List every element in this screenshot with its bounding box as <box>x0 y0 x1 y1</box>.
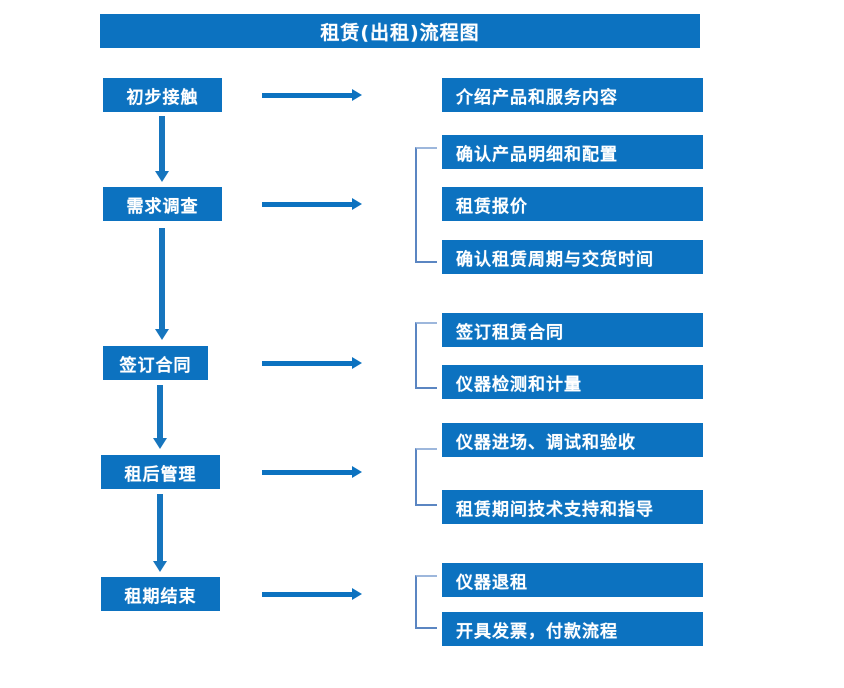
group-bracket-2 <box>415 147 437 263</box>
detail-box-instrument-return[interactable]: 仪器退租 <box>442 563 703 597</box>
arrow-head <box>352 588 362 600</box>
arrow-shaft <box>157 385 163 438</box>
stage-box-initial-contact[interactable]: 初步接触 <box>103 78 222 112</box>
arrow-shaft <box>262 592 354 597</box>
right-arrow-stage2 <box>262 197 362 211</box>
stage-box-post-lease-management[interactable]: 租后管理 <box>101 455 220 489</box>
detail-box-introduce-products[interactable]: 介绍产品和服务内容 <box>442 78 703 112</box>
arrow-shaft <box>262 93 354 98</box>
arrow-head <box>352 357 362 369</box>
right-arrow-stage4 <box>262 465 362 479</box>
detail-box-instrument-delivery-commissioning[interactable]: 仪器进场、调试和验收 <box>442 423 703 457</box>
arrow-shaft <box>262 202 354 207</box>
stage-box-requirement-survey[interactable]: 需求调查 <box>103 187 222 221</box>
stage-box-sign-contract[interactable]: 签订合同 <box>103 346 208 380</box>
down-arrow-stage2-to-stage3 <box>153 228 171 340</box>
arrow-head <box>352 89 362 101</box>
down-arrow-stage1-to-stage2 <box>153 116 171 182</box>
right-arrow-stage5 <box>262 587 362 601</box>
arrow-head <box>155 171 169 182</box>
group-bracket-3 <box>415 322 437 389</box>
arrow-shaft <box>157 494 163 561</box>
arrow-shaft <box>262 361 354 366</box>
arrow-head <box>352 198 362 210</box>
detail-box-confirm-product-spec[interactable]: 确认产品明细和配置 <box>442 135 703 169</box>
down-arrow-stage3-to-stage4 <box>151 385 169 449</box>
arrow-head <box>153 561 167 572</box>
right-arrow-stage3 <box>262 356 362 370</box>
arrow-head <box>155 329 169 340</box>
detail-box-technical-support[interactable]: 租赁期间技术支持和指导 <box>442 490 703 524</box>
detail-box-confirm-lease-period[interactable]: 确认租赁周期与交货时间 <box>442 240 703 274</box>
group-bracket-5 <box>415 575 437 629</box>
detail-box-sign-lease-contract[interactable]: 签订租赁合同 <box>442 313 703 347</box>
arrow-shaft <box>159 228 165 329</box>
group-bracket-4 <box>415 448 437 506</box>
detail-box-invoice-payment[interactable]: 开具发票，付款流程 <box>442 612 703 646</box>
detail-box-lease-quotation[interactable]: 租赁报价 <box>442 187 703 221</box>
detail-box-instrument-inspection[interactable]: 仪器检测和计量 <box>442 365 703 399</box>
arrow-head <box>352 466 362 478</box>
diagram-title: 租赁(出租)流程图 <box>100 14 700 48</box>
down-arrow-stage4-to-stage5 <box>151 494 169 572</box>
arrow-shaft <box>159 116 165 171</box>
right-arrow-stage1 <box>262 88 362 102</box>
arrow-shaft <box>262 470 354 475</box>
arrow-head <box>153 438 167 449</box>
stage-box-lease-end[interactable]: 租期结束 <box>101 577 220 611</box>
